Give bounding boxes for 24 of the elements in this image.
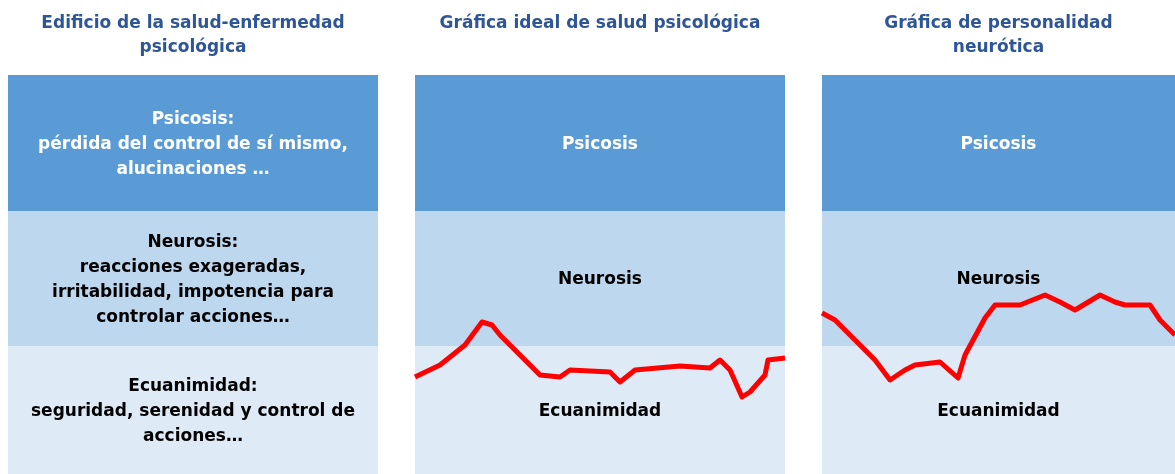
panel-heading: Gráfica de personalidad neurótica [883, 11, 1114, 58]
band-description: reacciones exageradas, irritabilidad, impotencia para controlar acciones… [51, 254, 335, 328]
neurosis-band [415, 211, 785, 346]
equanimity-band [415, 346, 785, 474]
neurosis-band [8, 211, 378, 346]
psychosis-band [8, 75, 378, 211]
panel-heading: Gráfica ideal de salud psicológica [438, 11, 762, 34]
panel-heading: Edificio de la salud-enfermedad psicológica [40, 11, 346, 58]
band-title: Ecuanimidad [538, 398, 662, 422]
band-title: Neurosis: [147, 229, 239, 253]
band-title: Ecuanimidad: [128, 373, 258, 397]
psychosis-band [415, 75, 785, 211]
band-title: Psicosis: [151, 106, 235, 130]
band-title: Neurosis [956, 267, 1041, 290]
band-description: seguridad, serenidad y control de acciones… [30, 398, 356, 447]
band-title: Psicosis [960, 131, 1037, 155]
band-title: Psicosis [562, 131, 638, 155]
equanimity-band [8, 346, 378, 474]
neurosis-band [822, 211, 1175, 346]
band-title: Ecuanimidad [937, 398, 1060, 422]
band-title: Neurosis [558, 267, 642, 290]
band-description: pérdida del control de sí mismo, alucinaciones … [37, 131, 349, 180]
equanimity-band [822, 346, 1175, 474]
psychosis-band [822, 75, 1175, 211]
